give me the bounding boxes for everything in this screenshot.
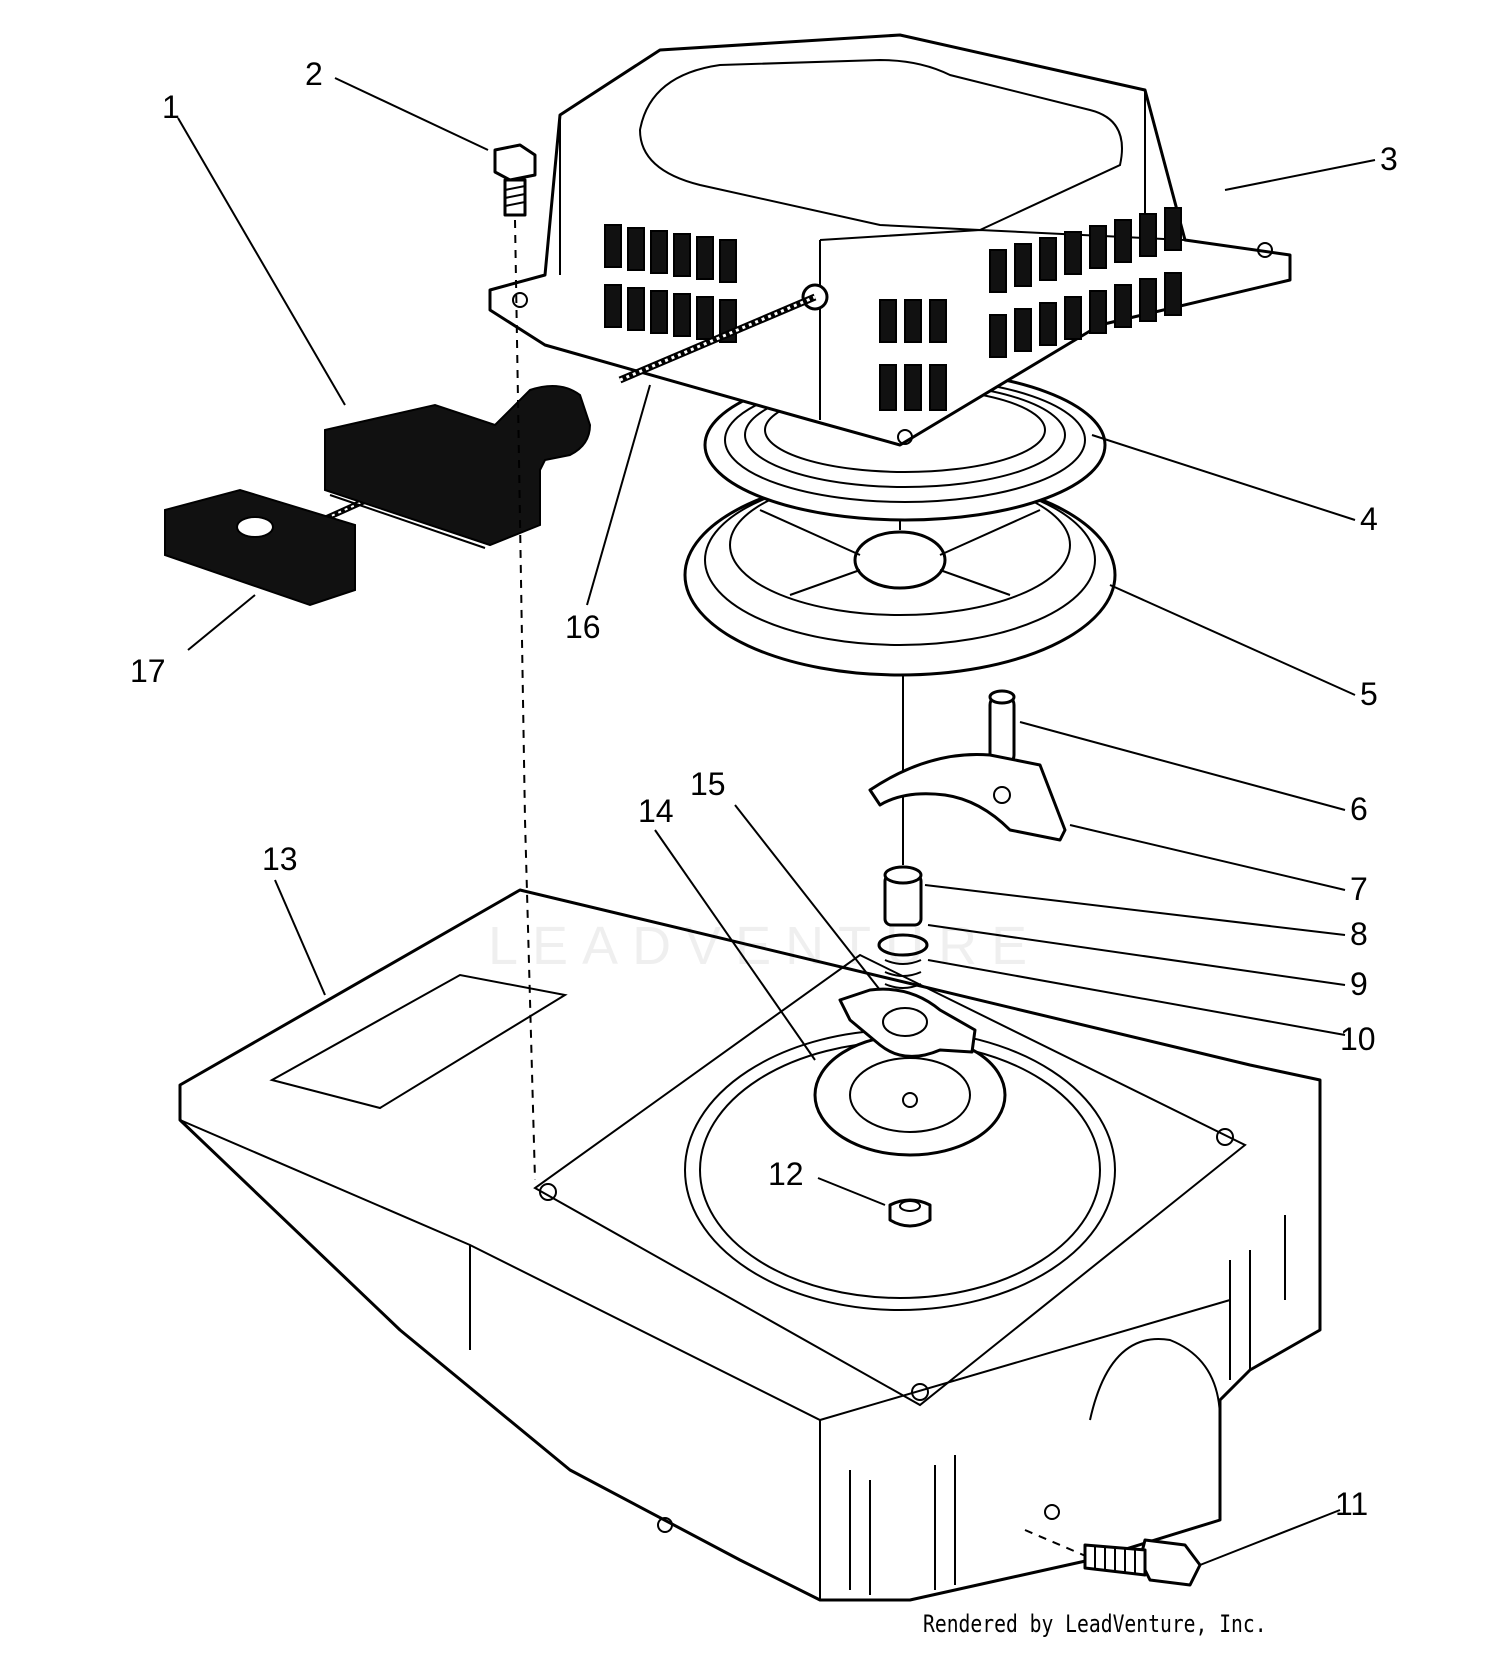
starter-pulley [683, 473, 1117, 677]
callout-15: 15 [690, 766, 726, 802]
starter-cup-plate [813, 1033, 1007, 1157]
cover-bolt [493, 143, 537, 217]
callout-14: 14 [638, 793, 674, 829]
callout-3: 3 [1380, 141, 1398, 177]
callout-10: 10 [1340, 1021, 1376, 1057]
callout-9: 9 [1350, 966, 1368, 1002]
retainer-plate [838, 987, 977, 1058]
callout-13: 13 [262, 841, 298, 877]
starter-handle [164, 488, 356, 607]
pawl-and-pin [868, 689, 1067, 842]
callout-4: 4 [1360, 501, 1378, 537]
housing-bolt [1083, 1538, 1202, 1587]
callout-17: 17 [130, 653, 166, 689]
callout-5: 5 [1360, 676, 1378, 712]
callout-11: 11 [1335, 1486, 1368, 1522]
callout-7: 7 [1350, 871, 1368, 907]
callout-6: 6 [1350, 791, 1368, 827]
cover-vent-slots [604, 207, 1182, 411]
rope-guide-handle [324, 385, 592, 549]
blower-housing [178, 888, 1322, 1602]
callout-16: 16 [565, 609, 601, 645]
center-screw [888, 1198, 932, 1228]
center-spacer-stack [877, 670, 929, 989]
callout-8: 8 [1350, 916, 1368, 952]
callout-12: 12 [768, 1156, 804, 1192]
callout-1: 1 [162, 89, 180, 125]
callout-2: 2 [305, 56, 323, 92]
leader-lines [177, 77, 1376, 1566]
watermark: LEADVENTURE [488, 916, 1042, 976]
render-credit: Rendered by LeadVenture, Inc. [923, 1610, 1267, 1638]
starter-housing-cover [488, 33, 1292, 447]
callout-labels: 1 2 3 4 5 6 7 8 9 10 11 12 13 14 15 16 1… [130, 56, 1398, 1522]
